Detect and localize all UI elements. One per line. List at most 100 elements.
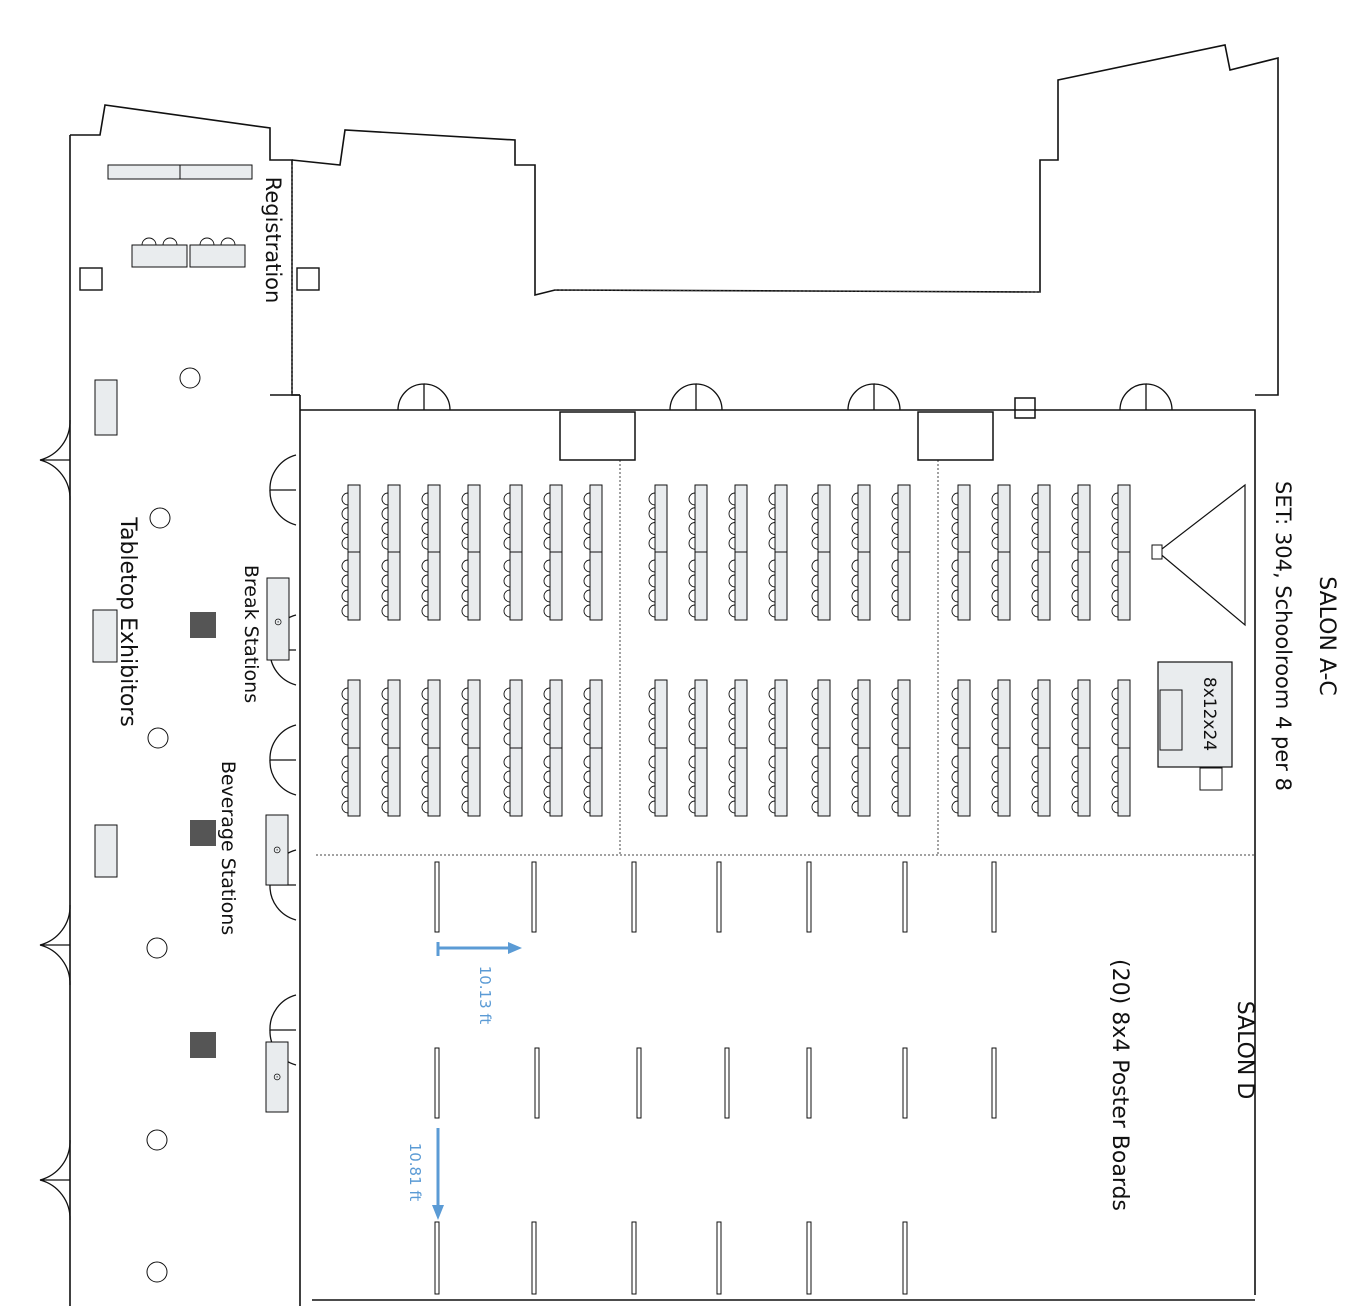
classroom-table (549, 747, 563, 817)
chair (341, 702, 349, 716)
chair (951, 536, 959, 550)
door (269, 454, 297, 491)
chair (1111, 507, 1119, 521)
dimension-markers: 10.13 ft 10.81 ft (406, 942, 522, 1220)
chair (1031, 785, 1039, 799)
chair (811, 732, 819, 746)
chair (1111, 604, 1119, 618)
chair (543, 755, 551, 769)
chair (461, 574, 469, 588)
chair (688, 732, 696, 746)
classroom-table (997, 484, 1011, 553)
chair (341, 687, 349, 701)
chair (648, 589, 656, 603)
chair (648, 800, 656, 814)
chair (1111, 785, 1119, 799)
chair (991, 800, 999, 814)
chair (951, 589, 959, 603)
chair (1031, 589, 1039, 603)
poster-board (531, 1221, 537, 1295)
door (39, 419, 71, 461)
chair (851, 589, 859, 603)
chair (381, 717, 389, 731)
chair (421, 559, 429, 573)
chair (1071, 604, 1079, 618)
chair (991, 717, 999, 731)
chair (811, 785, 819, 799)
chair (688, 507, 696, 521)
classroom-table (467, 551, 481, 621)
chair (543, 732, 551, 746)
building-walls (69, 44, 1279, 1306)
classroom-table (997, 747, 1011, 817)
poster-board (716, 1221, 722, 1295)
classroom-table (387, 551, 401, 621)
poster-boards-label: (20) 8x4 Poster Boards (1107, 959, 1132, 1211)
chair (1071, 522, 1079, 535)
chair (1031, 522, 1039, 535)
chair (991, 522, 999, 535)
chair (811, 755, 819, 769)
chair (951, 785, 959, 799)
break-stations-label: Break Stations (240, 565, 262, 703)
chair (648, 785, 656, 799)
dimension-label: 10.13 ft (476, 966, 494, 1025)
chair (648, 507, 656, 521)
chair (951, 604, 959, 618)
chair (1071, 770, 1079, 784)
chair (991, 770, 999, 784)
chair (951, 507, 959, 521)
chair (688, 492, 696, 506)
plate-cutlery-icon: ⊙ (265, 814, 289, 886)
chair (1111, 589, 1119, 603)
chair (503, 559, 511, 573)
schoolroom-seating (341, 484, 1131, 817)
classroom-table (774, 484, 788, 553)
chair (728, 507, 736, 521)
chair (728, 800, 736, 814)
chair (381, 522, 389, 535)
chair (503, 800, 511, 814)
classroom-table (857, 551, 871, 621)
chair (583, 574, 591, 588)
chair (503, 536, 511, 550)
chair (543, 559, 551, 573)
chair (341, 785, 349, 799)
door (39, 1139, 71, 1181)
classroom-table (654, 551, 668, 621)
classroom-table (549, 484, 563, 553)
chair (543, 574, 551, 588)
poster-board (631, 861, 637, 933)
chair (851, 536, 859, 550)
chair (811, 492, 819, 506)
chair (1111, 732, 1119, 746)
chair (768, 732, 776, 746)
chair (583, 559, 591, 573)
classroom-table (427, 551, 441, 621)
classroom-table (734, 551, 748, 621)
registration-area (79, 164, 320, 291)
classroom-table (997, 679, 1011, 749)
door (847, 383, 875, 411)
foyer-furniture: ⊙ ⊙ ⊙ (92, 367, 290, 1283)
chair (583, 717, 591, 731)
chair (991, 755, 999, 769)
classroom-table (857, 679, 871, 749)
classroom-table (347, 679, 361, 749)
chair (728, 717, 736, 731)
chair (768, 800, 776, 814)
chair (648, 755, 656, 769)
classroom-table (1117, 679, 1131, 749)
poster-board (434, 1047, 440, 1119)
chair (381, 492, 389, 506)
chair (381, 800, 389, 814)
chair (461, 732, 469, 746)
chair (503, 589, 511, 603)
chair (851, 507, 859, 521)
poster-board (631, 1221, 637, 1295)
poster-board (806, 861, 812, 933)
chair (1071, 589, 1079, 603)
chair (1071, 800, 1079, 814)
door (423, 383, 451, 411)
chair (951, 492, 959, 506)
